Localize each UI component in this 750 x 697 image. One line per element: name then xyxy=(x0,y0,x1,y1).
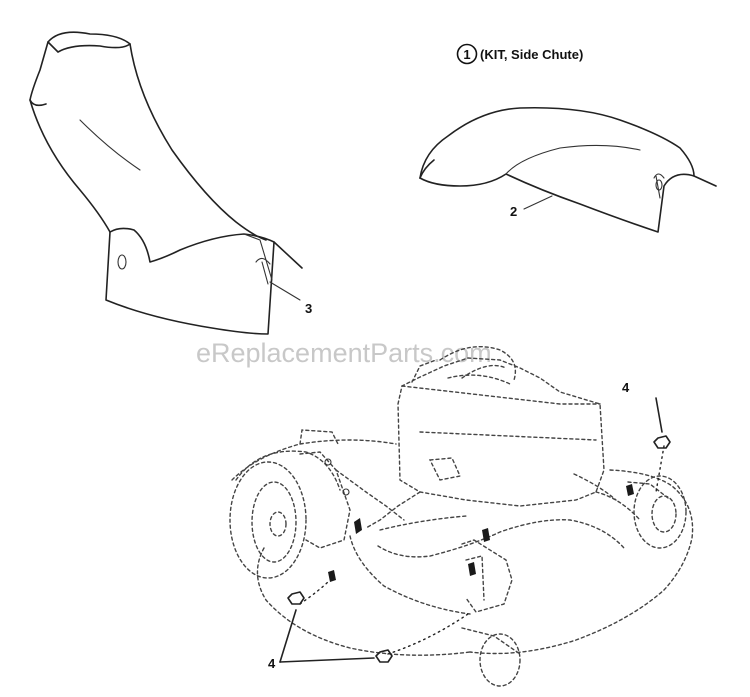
nuts xyxy=(287,435,671,663)
nut-left-top xyxy=(287,591,305,605)
watermark-text: eReplacementParts.com xyxy=(196,338,492,368)
kit-title: (KIT, Side Chute) xyxy=(480,47,583,62)
kit-label: 1 (KIT, Side Chute) xyxy=(456,43,583,65)
lawn-mower-deck xyxy=(229,345,694,687)
callout-3: 3 xyxy=(269,281,312,316)
callout-4-right-label: 4 xyxy=(622,380,630,395)
callout-2-label: 2 xyxy=(510,204,517,219)
callout-4-left-label: 4 xyxy=(268,656,276,671)
side-chute-large xyxy=(29,31,303,335)
callout-3-label: 3 xyxy=(305,301,312,316)
callout-2: 2 xyxy=(510,195,553,219)
nut-left-bottom xyxy=(375,649,393,663)
callout-4-left: 4 xyxy=(268,609,375,671)
kit-number-circle xyxy=(456,43,478,65)
side-chute-small xyxy=(419,106,717,233)
callout-4-right: 4 xyxy=(622,380,663,433)
kit-number: 1 xyxy=(463,47,470,62)
nut-right xyxy=(653,435,671,449)
